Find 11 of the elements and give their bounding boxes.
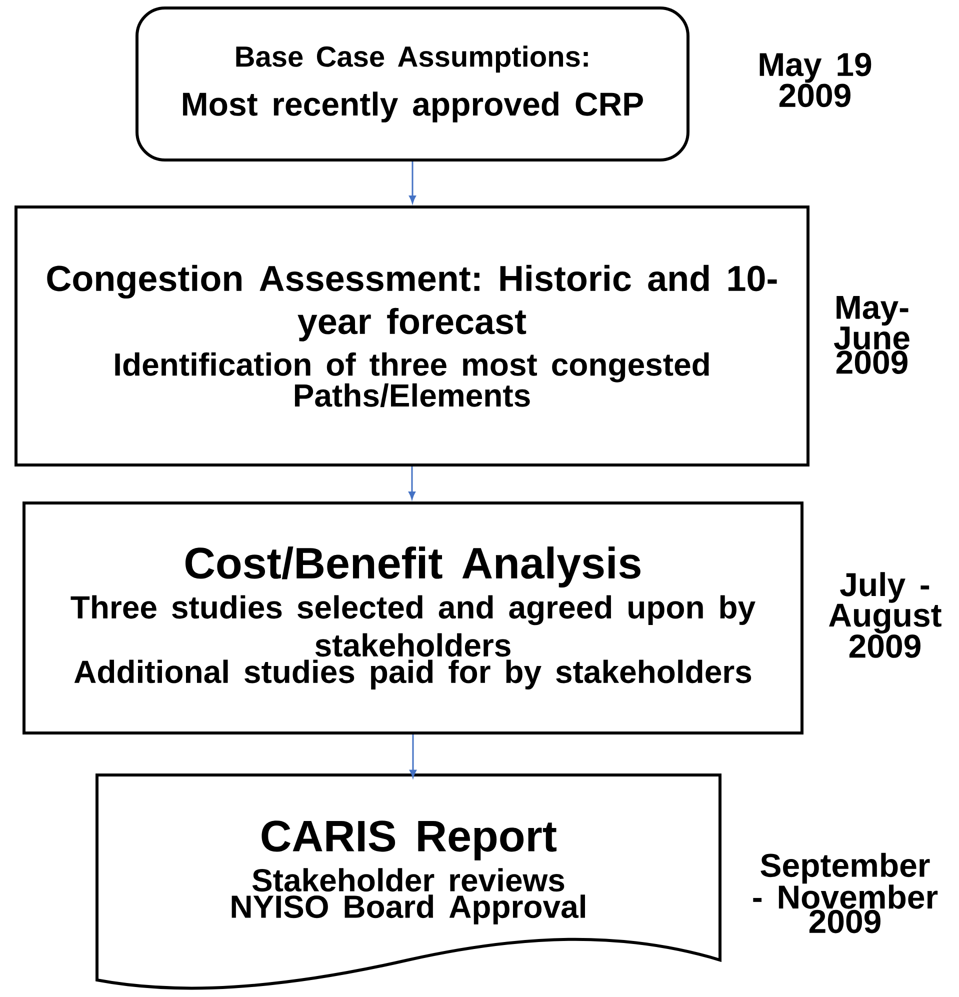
date-label: May 19 2009 [760, 52, 872, 108]
process-box: Cost/Benefit Analysis Three studies selected and agreed upon by stakeholders Additional studies paid for by stakeholders [22, 502, 804, 734]
process-box: Base Case Assumptions: Most recently approved CRP [136, 6, 690, 162]
arrow [410, 734, 416, 778]
process-box: Congestion Assessment: Historic and 10-year forecast Identification of three most congested Paths/Elements [14, 206, 810, 466]
date-label: July - August 2009 [828, 572, 942, 658]
date-label: September - November 2009 [753, 852, 938, 934]
arrow [409, 162, 416, 204]
process-box: CARIS Report Stakeholder reviews NYISO Board Approval [96, 774, 722, 990]
date-label: May- June 2009 [834, 296, 910, 374]
arrow [408, 466, 416, 500]
